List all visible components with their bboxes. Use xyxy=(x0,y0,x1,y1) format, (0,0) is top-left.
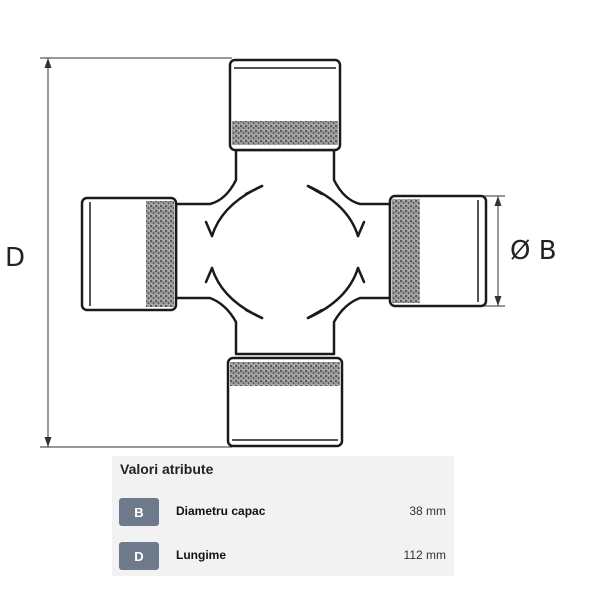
attribute-name: Diametru capac xyxy=(176,504,266,518)
attribute-value: 38 mm xyxy=(409,504,446,518)
attribute-row-d: D Lungime 112 mm xyxy=(112,542,454,570)
attribute-name: Lungime xyxy=(176,548,226,562)
bearing-cap-top xyxy=(228,58,342,152)
dimension-b-label: Ø B xyxy=(510,236,557,266)
bearing-cap-bottom xyxy=(226,356,344,448)
attribute-code-badge: B xyxy=(119,498,159,526)
attribute-code-badge: D xyxy=(119,542,159,570)
attribute-row-b: B Diametru capac 38 mm xyxy=(112,498,454,526)
dimension-d xyxy=(40,57,232,448)
attribute-panel-title: Valori atribute xyxy=(120,461,214,477)
bearing-cap-right xyxy=(388,194,488,308)
attribute-panel: Valori atribute B Diametru capac 38 mm D… xyxy=(112,456,454,576)
attribute-value: 112 mm xyxy=(403,548,446,562)
bearing-cap-left xyxy=(80,196,178,312)
universal-joint-drawing: D Ø B xyxy=(5,57,557,448)
cross-body xyxy=(174,148,392,356)
dimension-d-label: D xyxy=(5,243,25,273)
cross-center-curves xyxy=(204,184,366,320)
